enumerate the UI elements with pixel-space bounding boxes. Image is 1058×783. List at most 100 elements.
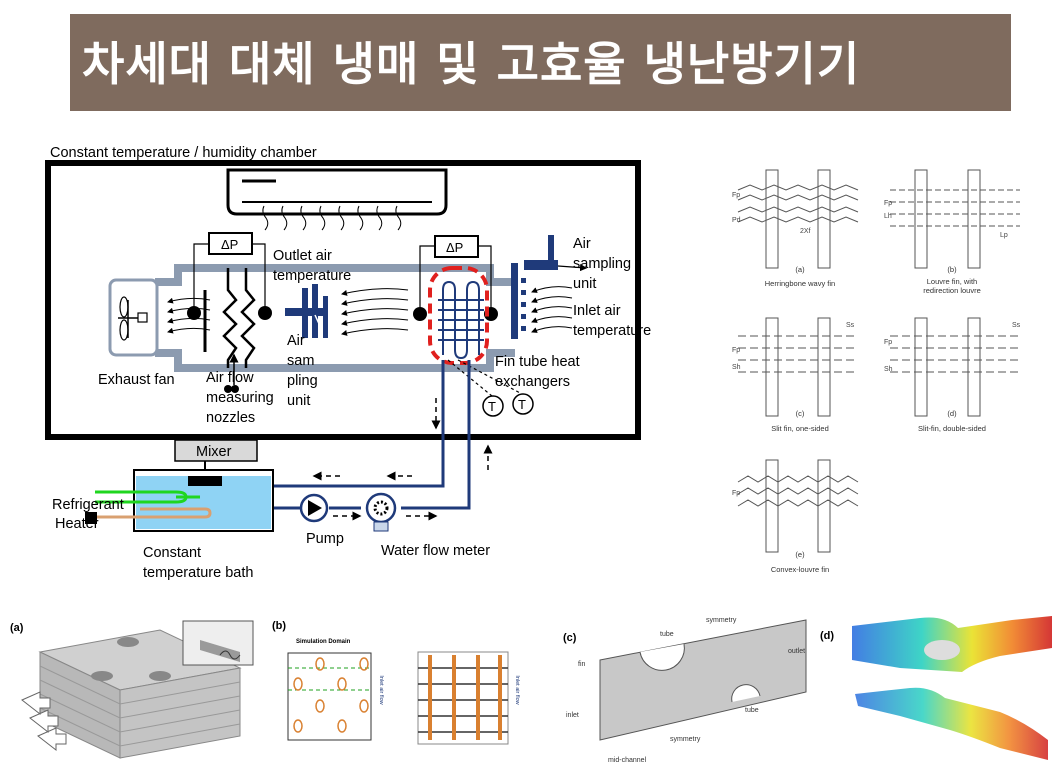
dp-left-label: ΔP (221, 237, 238, 252)
slide-title: 차세대 대체 냉매 및 고효율 냉난방기기 (82, 37, 861, 91)
air-sampling-top-3: unit (573, 276, 596, 292)
fin-a-drawing (737, 169, 859, 269)
heater-label: Heater (55, 516, 99, 532)
fin-caption-e: Convex-louvre fin (771, 565, 829, 574)
airflow-arrows-right (531, 286, 573, 333)
panel-b-label: (b) (272, 620, 286, 632)
panel-b-domain-label: Simulation Domain (296, 639, 351, 645)
flow-meter-label: Water flow meter (381, 543, 490, 559)
air-sampling-mid-4: unit (287, 393, 310, 409)
airflow-nozzles-icon (203, 268, 256, 393)
panel-b-inlet-1: Inlet air flow (378, 675, 384, 704)
air-sampling-mid-1: Air (287, 333, 305, 349)
chamber-box (45, 160, 641, 440)
constant-temp-bath (85, 469, 274, 532)
panel-b-domain: Simulation Domain Inlet air flow Inlet a… (287, 639, 520, 745)
svg-text:Fp: Fp (884, 200, 892, 207)
refrigerant-label: Refrigerant (52, 497, 124, 513)
airflow-nozzles-label-1: Air flow (206, 370, 254, 386)
panel-c-mesh (599, 619, 807, 741)
air-sampling-unit-top-icon (511, 235, 588, 339)
svg-text:outlet: outlet (788, 648, 805, 655)
airflow-nozzles-label-3: nozzles (206, 410, 255, 426)
svg-text:Lh: Lh (884, 213, 892, 220)
thermo-symbol-2: T (518, 397, 526, 412)
airflow-nozzles-label-2: measuring (206, 390, 274, 406)
fin-b-drawing (890, 169, 1020, 269)
panel-d-label: (d) (820, 630, 834, 642)
exhaust-fan-icon (108, 278, 159, 357)
outlet-temp-label-2: temperature (273, 268, 351, 284)
airflow-arrows-middle (341, 288, 409, 336)
panel-b-inlet-2: Inlet air flow (514, 675, 520, 704)
svg-text:Ss: Ss (846, 322, 855, 329)
fin-caption-d-id: (d) (947, 409, 957, 418)
chamber-label: Constant temperature / humidity chamber (50, 145, 317, 161)
water-lines (273, 360, 493, 521)
panel-c-label: (c) (563, 632, 577, 644)
fin-d-drawing (890, 317, 1020, 417)
pressure-diff-right (413, 235, 498, 321)
svg-text:Sh: Sh (732, 364, 741, 371)
air-sampling-mid-3: pling (287, 373, 318, 389)
svg-text:tube: tube (745, 707, 759, 714)
air-duct (155, 264, 515, 372)
fin-caption-b-1: Louvre fin, with (927, 277, 977, 286)
fin-caption-e-id: (e) (795, 550, 805, 559)
svg-text:Pd: Pd (732, 217, 741, 224)
panel-a-fin-stack (21, 620, 254, 759)
air-sampling-mid-2: sam (287, 353, 314, 369)
svg-text:inlet: inlet (566, 712, 579, 719)
air-sampling-top-1: Air (573, 236, 591, 252)
svg-text:Fp: Fp (732, 490, 740, 497)
svg-text:fin: fin (578, 661, 586, 668)
panel-c-labels: tube symmetry fin outlet inlet tube symm… (566, 617, 805, 764)
mixer-label: Mixer (196, 444, 232, 460)
panel-d-cfd-contours (852, 616, 1052, 760)
svg-text:Fp: Fp (732, 347, 740, 354)
fin-caption-d: Slit-fin, double-sided (918, 424, 986, 433)
panel-a-label: (a) (10, 622, 24, 634)
hx-label-2: exchangers (495, 374, 570, 390)
svg-text:Lp: Lp (1000, 232, 1008, 239)
thermocouple-icons (447, 359, 534, 417)
pump-label: Pump (306, 531, 344, 547)
outlet-temp-label-1: Outlet air (273, 248, 332, 264)
inlet-temp-label-2: temperature (573, 323, 651, 339)
fin-captions: (a) Herringbone wavy fin (b) Louvre fin,… (765, 265, 986, 574)
mixer-box (174, 439, 258, 462)
fin-caption-c-id: (c) (796, 409, 805, 418)
thermo-symbol-1: T (488, 399, 496, 414)
bath-label-2: temperature bath (143, 565, 253, 581)
fin-caption-a-id: (a) (795, 265, 805, 274)
pump-icon (299, 493, 329, 523)
fin-caption-a: Herringbone wavy fin (765, 279, 835, 288)
dp-right-label: ΔP (446, 240, 463, 255)
fin-dimension-labels: Fp Pd 2Xf Fp Lh Lp Ss Fp Sh Ss Fp Sh Fp (732, 192, 1021, 497)
fin-e-drawing (737, 459, 859, 553)
svg-text:symmetry: symmetry (670, 736, 701, 743)
svg-text:mid-channel: mid-channel (608, 757, 647, 764)
fin-tube-hx-icon (428, 266, 489, 365)
indoor-unit (226, 168, 448, 231)
svg-text:symmetry: symmetry (706, 617, 737, 624)
svg-text:2Xf: 2Xf (800, 228, 811, 235)
air-sampling-top-2: sampling (573, 256, 631, 272)
svg-text:Fp: Fp (884, 339, 892, 346)
hx-label-1: Fin tube heat (495, 354, 580, 370)
title-banner: 차세대 대체 냉매 및 고효율 냉난방기기 (70, 14, 1011, 111)
svg-text:Ss: Ss (1012, 322, 1021, 329)
air-sampling-unit-mid-icon (285, 284, 328, 338)
airflow-arrows-left (167, 297, 211, 334)
pressure-diff-left (187, 232, 272, 320)
svg-text:tube: tube (660, 631, 674, 638)
fin-types-figure (737, 169, 1020, 553)
svg-text:Fp: Fp (732, 192, 740, 199)
fin-caption-b-id: (b) (947, 265, 957, 274)
exhaust-fan-label: Exhaust fan (98, 372, 175, 388)
fin-caption-b-2: redirection louvre (923, 286, 981, 295)
fin-c-drawing (738, 317, 858, 417)
flow-meter-icon (365, 492, 397, 532)
svg-text:Sh: Sh (884, 366, 893, 373)
